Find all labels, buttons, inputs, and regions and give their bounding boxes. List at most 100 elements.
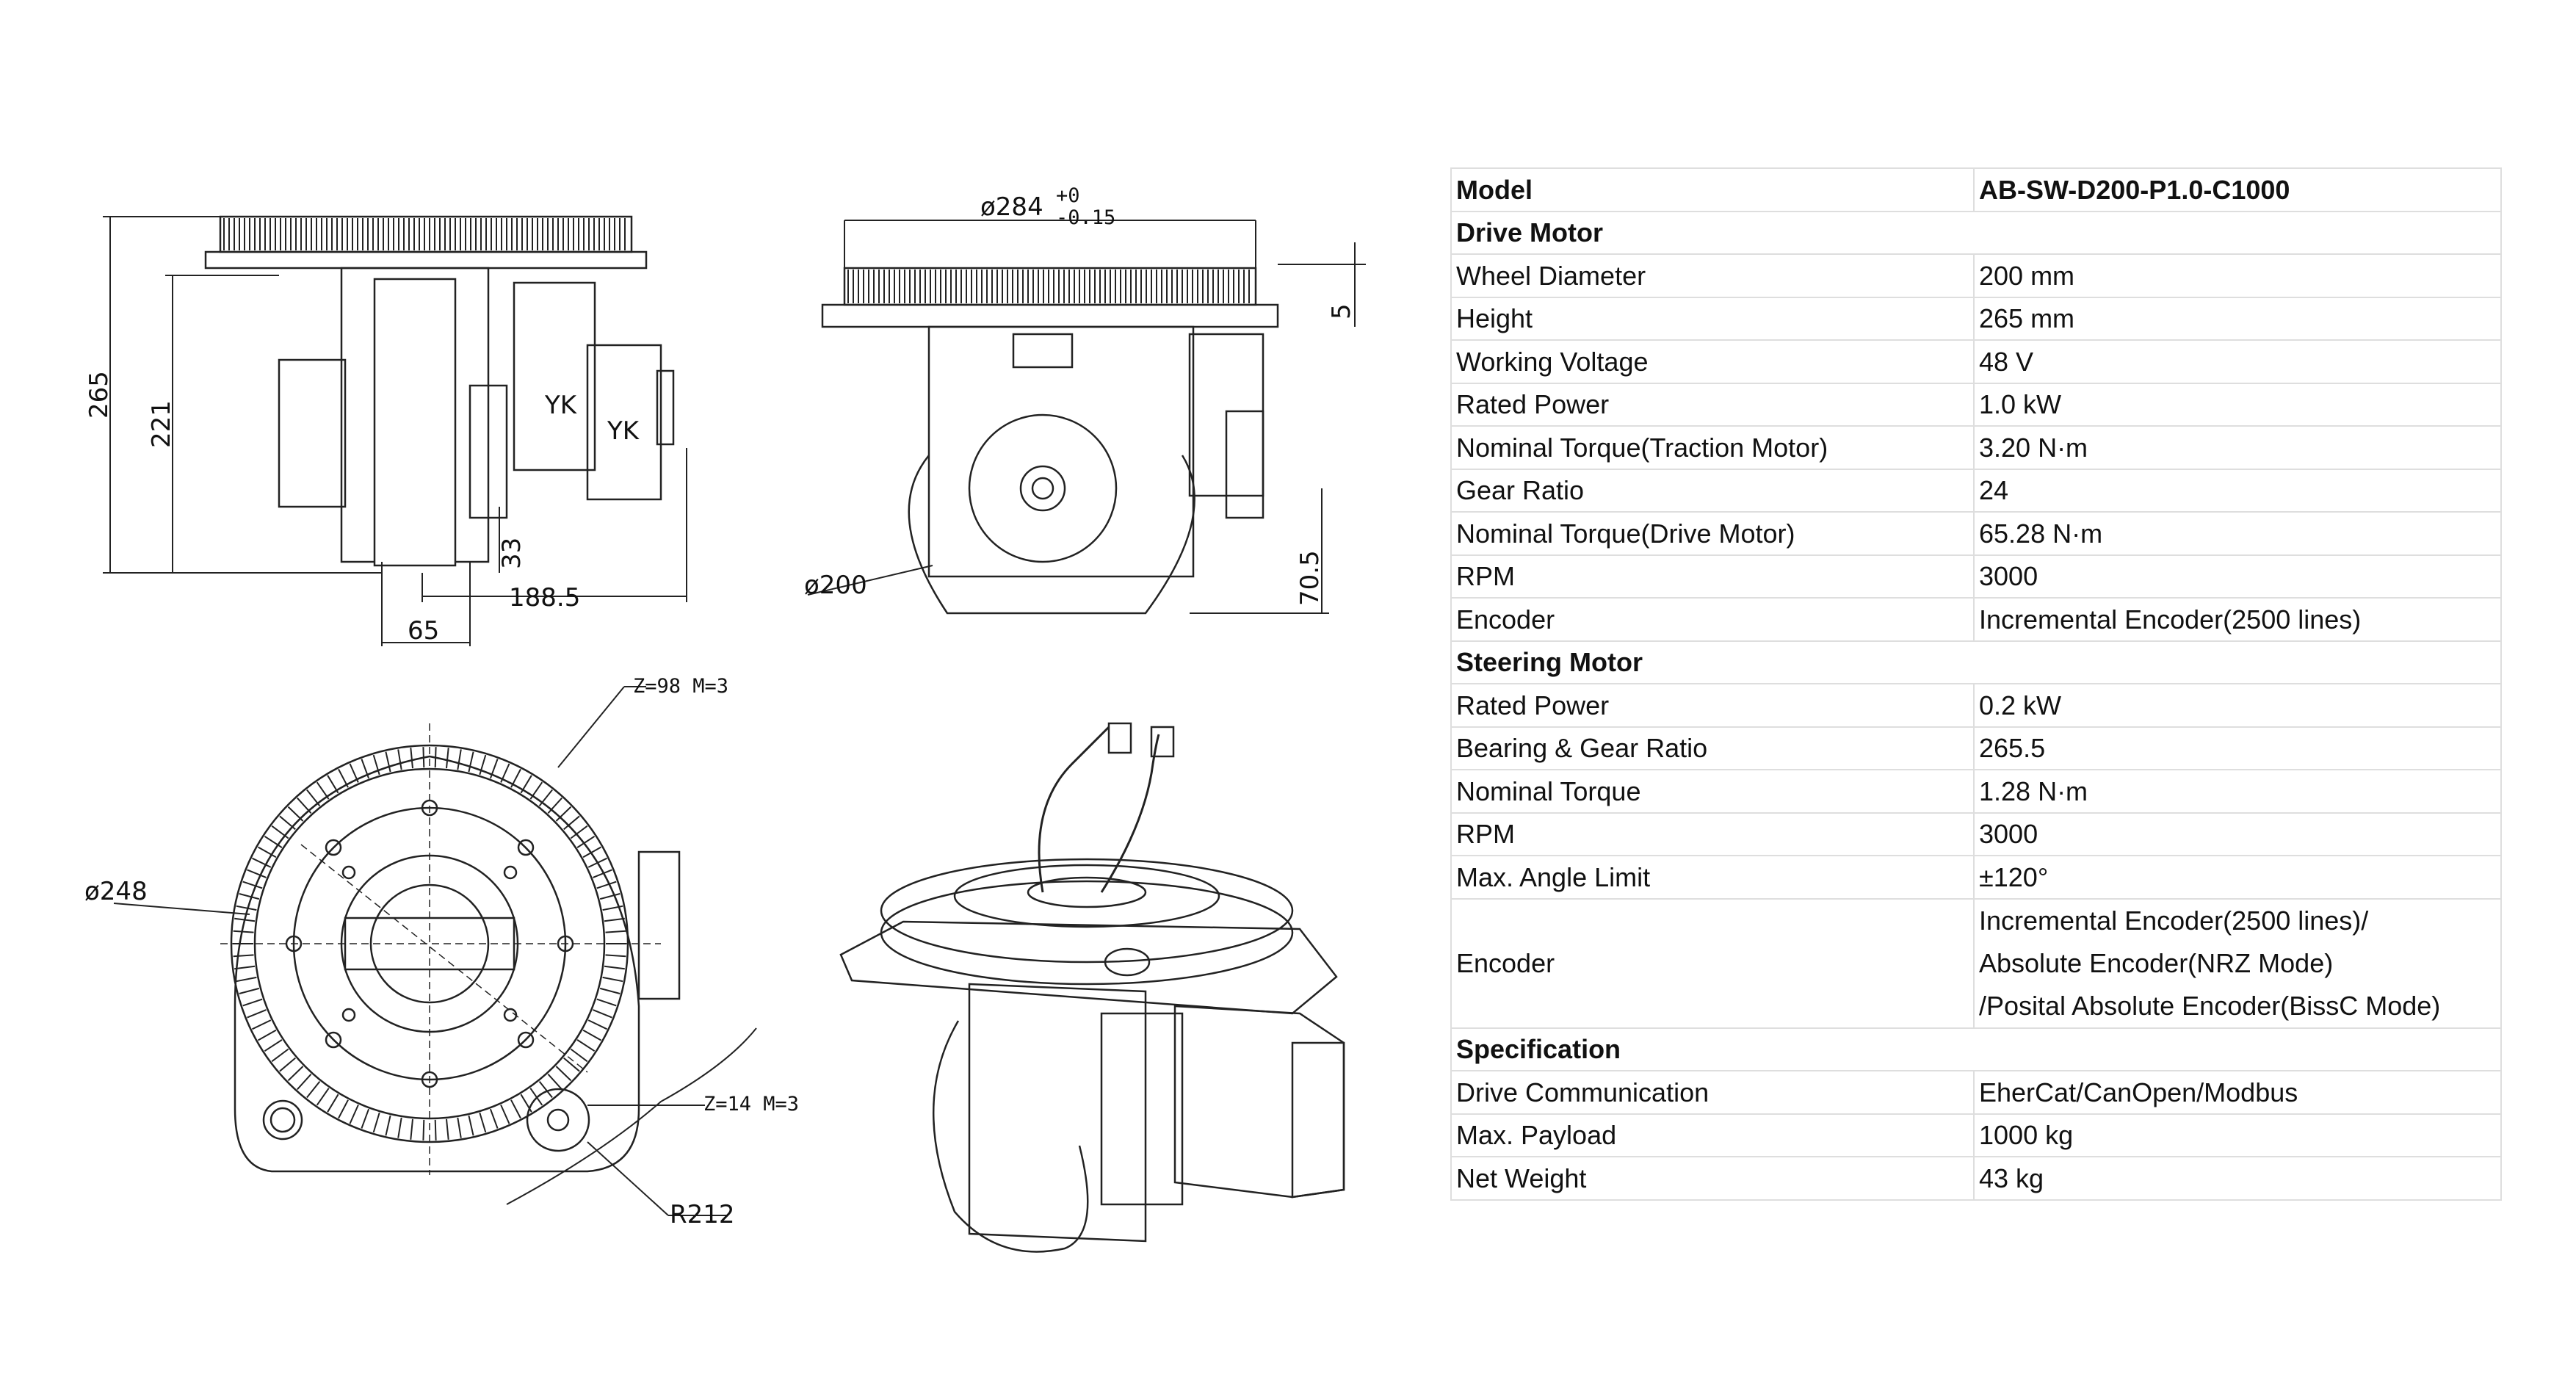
spec-row-model: Model AB-SW-D200-P1.0-C1000 bbox=[1450, 167, 2502, 212]
iso-bracket bbox=[968, 983, 1147, 1243]
dim-diameter-200: ø200 bbox=[804, 571, 867, 600]
side-motor-label-1: YK bbox=[544, 391, 578, 420]
iso-connector-2 bbox=[1150, 726, 1175, 758]
iso-motor-end-cap bbox=[1291, 1041, 1345, 1199]
spec-label: Drive Communication bbox=[1450, 1070, 1975, 1115]
front-hub-circle bbox=[968, 413, 1118, 563]
section-specification: Specification bbox=[1450, 1027, 2502, 1071]
spec-label: Bearing & Gear Ratio bbox=[1450, 726, 1975, 770]
top-gear-teeth bbox=[233, 747, 626, 1141]
label-gear-z98: Z=98 M=3 bbox=[633, 675, 728, 698]
top-pinion-center bbox=[546, 1108, 570, 1132]
side-hub bbox=[278, 358, 347, 508]
dim-5: 5 bbox=[1327, 303, 1356, 319]
technical-drawing: YK YK 265 221 33 188.5 65 bbox=[84, 184, 1366, 1253]
spec-value: 48 V bbox=[1973, 339, 2502, 384]
top-pinion-gear bbox=[526, 1088, 590, 1152]
spec-label: Height bbox=[1450, 296, 1975, 341]
spec-label: Model bbox=[1450, 167, 1975, 212]
front-view: ø284 +0 -0.15 ø200 70.5 5 bbox=[804, 184, 1366, 615]
spec-row: Nominal Torque(Traction Motor)3.20 N·m bbox=[1450, 425, 2502, 470]
spec-value: 24 bbox=[1973, 468, 2502, 513]
spec-value: AB-SW-D200-P1.0-C1000 bbox=[1973, 167, 2502, 212]
top-r212-arc bbox=[506, 1027, 757, 1205]
top-mount-hole bbox=[262, 1099, 303, 1141]
dim-height-265: 265 bbox=[84, 371, 114, 419]
spec-label: Encoder bbox=[1450, 897, 1975, 1029]
side-connector bbox=[656, 369, 675, 446]
section-drive-motor: Drive Motor bbox=[1450, 210, 2502, 255]
spec-row: Max. Angle Limit±120° bbox=[1450, 855, 2502, 900]
spec-label: Nominal Torque bbox=[1450, 769, 1975, 814]
spec-label: Wheel Diameter bbox=[1450, 253, 1975, 298]
iso-gear-ring-bottom bbox=[880, 880, 1294, 986]
iso-cable-1 bbox=[1038, 726, 1110, 893]
spec-value: 1.28 N·m bbox=[1973, 769, 2502, 814]
spec-label: Nominal Torque(Drive Motor) bbox=[1450, 511, 1975, 556]
side-motor-2 bbox=[586, 344, 662, 501]
side-dimension-lines bbox=[103, 216, 687, 646]
iso-connector-1 bbox=[1107, 722, 1132, 754]
spec-value: 3000 bbox=[1973, 554, 2502, 599]
top-center-bore bbox=[369, 883, 490, 1004]
side-motor-label-2: YK bbox=[607, 416, 640, 446]
top-bolt-circle bbox=[292, 806, 567, 1081]
top-center-slot bbox=[344, 917, 515, 971]
front-gear-teeth bbox=[847, 270, 1250, 303]
spec-value: 3000 bbox=[1973, 812, 2502, 856]
top-mount-hole-inner bbox=[269, 1107, 296, 1133]
encoder-line: /Posital Absolute Encoder(BissC Mode) bbox=[1979, 990, 2441, 1021]
dim-70-5: 70.5 bbox=[1295, 550, 1325, 606]
front-axle bbox=[1019, 465, 1066, 512]
front-mount-block bbox=[1012, 333, 1074, 369]
spec-value: 1.0 kW bbox=[1973, 382, 2502, 427]
spec-value: 265.5 bbox=[1973, 726, 2502, 770]
front-wheel bbox=[908, 455, 1195, 615]
side-gear-teeth bbox=[223, 218, 626, 250]
spec-label: Working Voltage bbox=[1450, 339, 1975, 384]
front-bracket bbox=[927, 325, 1195, 578]
spec-label: Max. Angle Limit bbox=[1450, 855, 1975, 900]
dim-tolerance-lower: -0.15 bbox=[1056, 206, 1115, 229]
iso-gear-inner bbox=[953, 864, 1220, 928]
spec-value: 3.20 N·m bbox=[1973, 425, 2502, 470]
dim-188-5: 188.5 bbox=[509, 583, 580, 612]
spec-value: 65.28 N·m bbox=[1973, 511, 2502, 556]
spec-label: Nominal Torque(Traction Motor) bbox=[1450, 425, 1975, 470]
spec-label: Rated Power bbox=[1450, 382, 1975, 427]
side-view: YK YK 265 221 33 188.5 65 bbox=[84, 215, 687, 646]
front-gear-ring bbox=[843, 267, 1257, 306]
isometric-view bbox=[839, 722, 1345, 1253]
top-bolt-holes bbox=[285, 799, 574, 1088]
spec-value: Incremental Encoder(2500 lines) bbox=[1973, 597, 2502, 642]
spec-label: Gear Ratio bbox=[1450, 468, 1975, 513]
spec-value: 265 mm bbox=[1973, 296, 2502, 341]
front-axle-inner bbox=[1031, 477, 1054, 500]
spec-value: EherCat/CanOpen/Modbus bbox=[1973, 1070, 2502, 1115]
front-flange bbox=[821, 303, 1279, 328]
iso-center-bore bbox=[1027, 876, 1147, 908]
dim-diameter-248: ø248 bbox=[84, 877, 148, 906]
spec-label: RPM bbox=[1450, 812, 1975, 856]
top-housing-outline bbox=[234, 755, 640, 1173]
spec-value-multiline: Incremental Encoder(2500 lines)/ Absolut… bbox=[1973, 897, 2502, 1029]
spec-value: 43 kg bbox=[1973, 1156, 2502, 1201]
spec-label: Rated Power bbox=[1450, 683, 1975, 728]
top-leader-lines bbox=[113, 686, 727, 1216]
iso-pinion bbox=[1104, 947, 1151, 977]
side-flange bbox=[204, 250, 648, 270]
dim-33: 33 bbox=[497, 538, 527, 569]
dim-height-221: 221 bbox=[147, 400, 176, 448]
spec-value: 0.2 kW bbox=[1973, 683, 2502, 728]
iso-flange-plate bbox=[839, 920, 1338, 1015]
